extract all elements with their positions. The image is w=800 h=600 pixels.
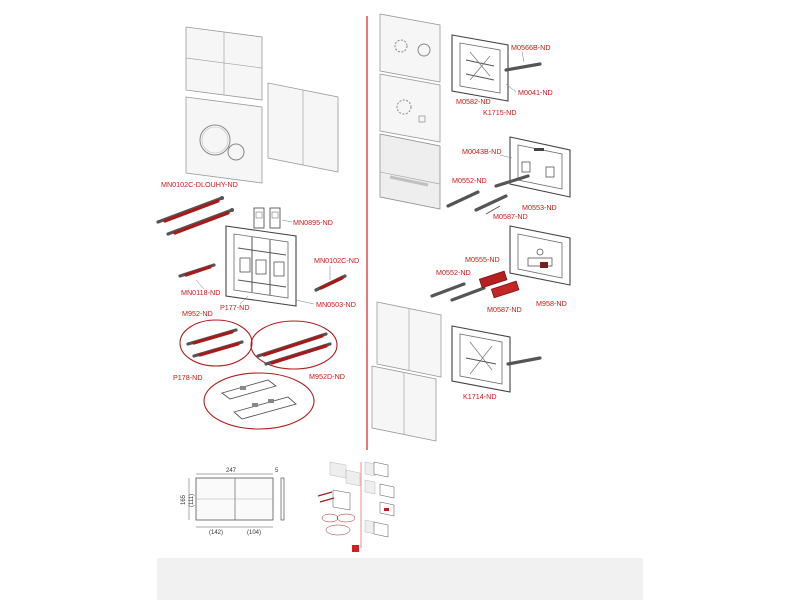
thumbnail-selector[interactable] (352, 545, 359, 552)
dim-height-inner: (111) (189, 494, 195, 507)
plate-flat-lower-right-2 (371, 365, 437, 442)
label-m0043b: M0043B-ND (462, 147, 502, 156)
label-m0552-a: M0552-ND (452, 176, 487, 185)
label-m0587-b: M0587-ND (487, 305, 522, 314)
label-k1715: K1715-ND (483, 108, 517, 117)
label-mn0118: MN0118-ND (181, 288, 220, 297)
label-m952: M952-ND (182, 309, 213, 318)
frame-k1714 (451, 325, 542, 393)
frame-m0043b (509, 136, 571, 198)
dim-width-left: (142) (209, 530, 223, 536)
label-p178: P178-ND (173, 373, 203, 382)
oval-m952d (250, 320, 338, 370)
label-mn0102c: MN0102C-ND (314, 256, 359, 265)
label-m0555: M0555-ND (465, 255, 500, 264)
label-p177: P177-ND (220, 303, 250, 312)
diagram-thumbnail[interactable] (312, 458, 408, 550)
plate-flat-middle (267, 82, 339, 173)
rod-mn0118 (178, 263, 216, 278)
label-m0582: M0582-ND (456, 97, 491, 106)
rod-mn0102c (314, 274, 347, 292)
plate-flat-top-left (185, 26, 263, 101)
mounting-frame-main (225, 225, 297, 307)
dimension-drawing (188, 473, 285, 528)
actuators-set-2-red (430, 270, 520, 302)
plate-sensor (379, 73, 441, 143)
dim-height-total: 165 (181, 494, 187, 505)
label-m0041: M0041-ND (518, 88, 553, 97)
frame-k1715 (451, 34, 542, 102)
dim-width-right: (104) (247, 530, 261, 536)
label-m952d: M952D-ND (309, 372, 345, 381)
dim-width-total: 247 (226, 468, 237, 474)
label-m0566b: M0566B-ND (511, 43, 551, 52)
label-k1714: K1714-ND (463, 392, 497, 401)
plate-horizontal (379, 133, 441, 210)
plate-round-buttons (185, 96, 263, 184)
frame-m958 (509, 225, 571, 286)
oval-p178 (203, 372, 315, 430)
oval-m952 (179, 319, 253, 367)
plate-smart-buttons (379, 13, 441, 83)
plate-flat-lower-right-1 (376, 301, 442, 378)
long-rods-pair (156, 196, 234, 236)
label-mn0102c-dlouhy: MN0102C-DLOUHY-ND (161, 180, 238, 189)
label-m0553: M0553-ND (522, 203, 557, 212)
label-m0552-b: M0552-ND (436, 268, 471, 277)
label-m0587-a: M0587-ND (493, 212, 528, 221)
clip-brackets (253, 207, 281, 229)
dim-depth: 5 (275, 468, 279, 474)
actuators-set-1 (446, 174, 530, 215)
label-mn0895: MN0895-ND (293, 218, 333, 227)
label-mn0503: MN0503-ND (316, 300, 356, 309)
bottom-bar (157, 558, 643, 600)
label-m958: M958-ND (536, 299, 567, 308)
